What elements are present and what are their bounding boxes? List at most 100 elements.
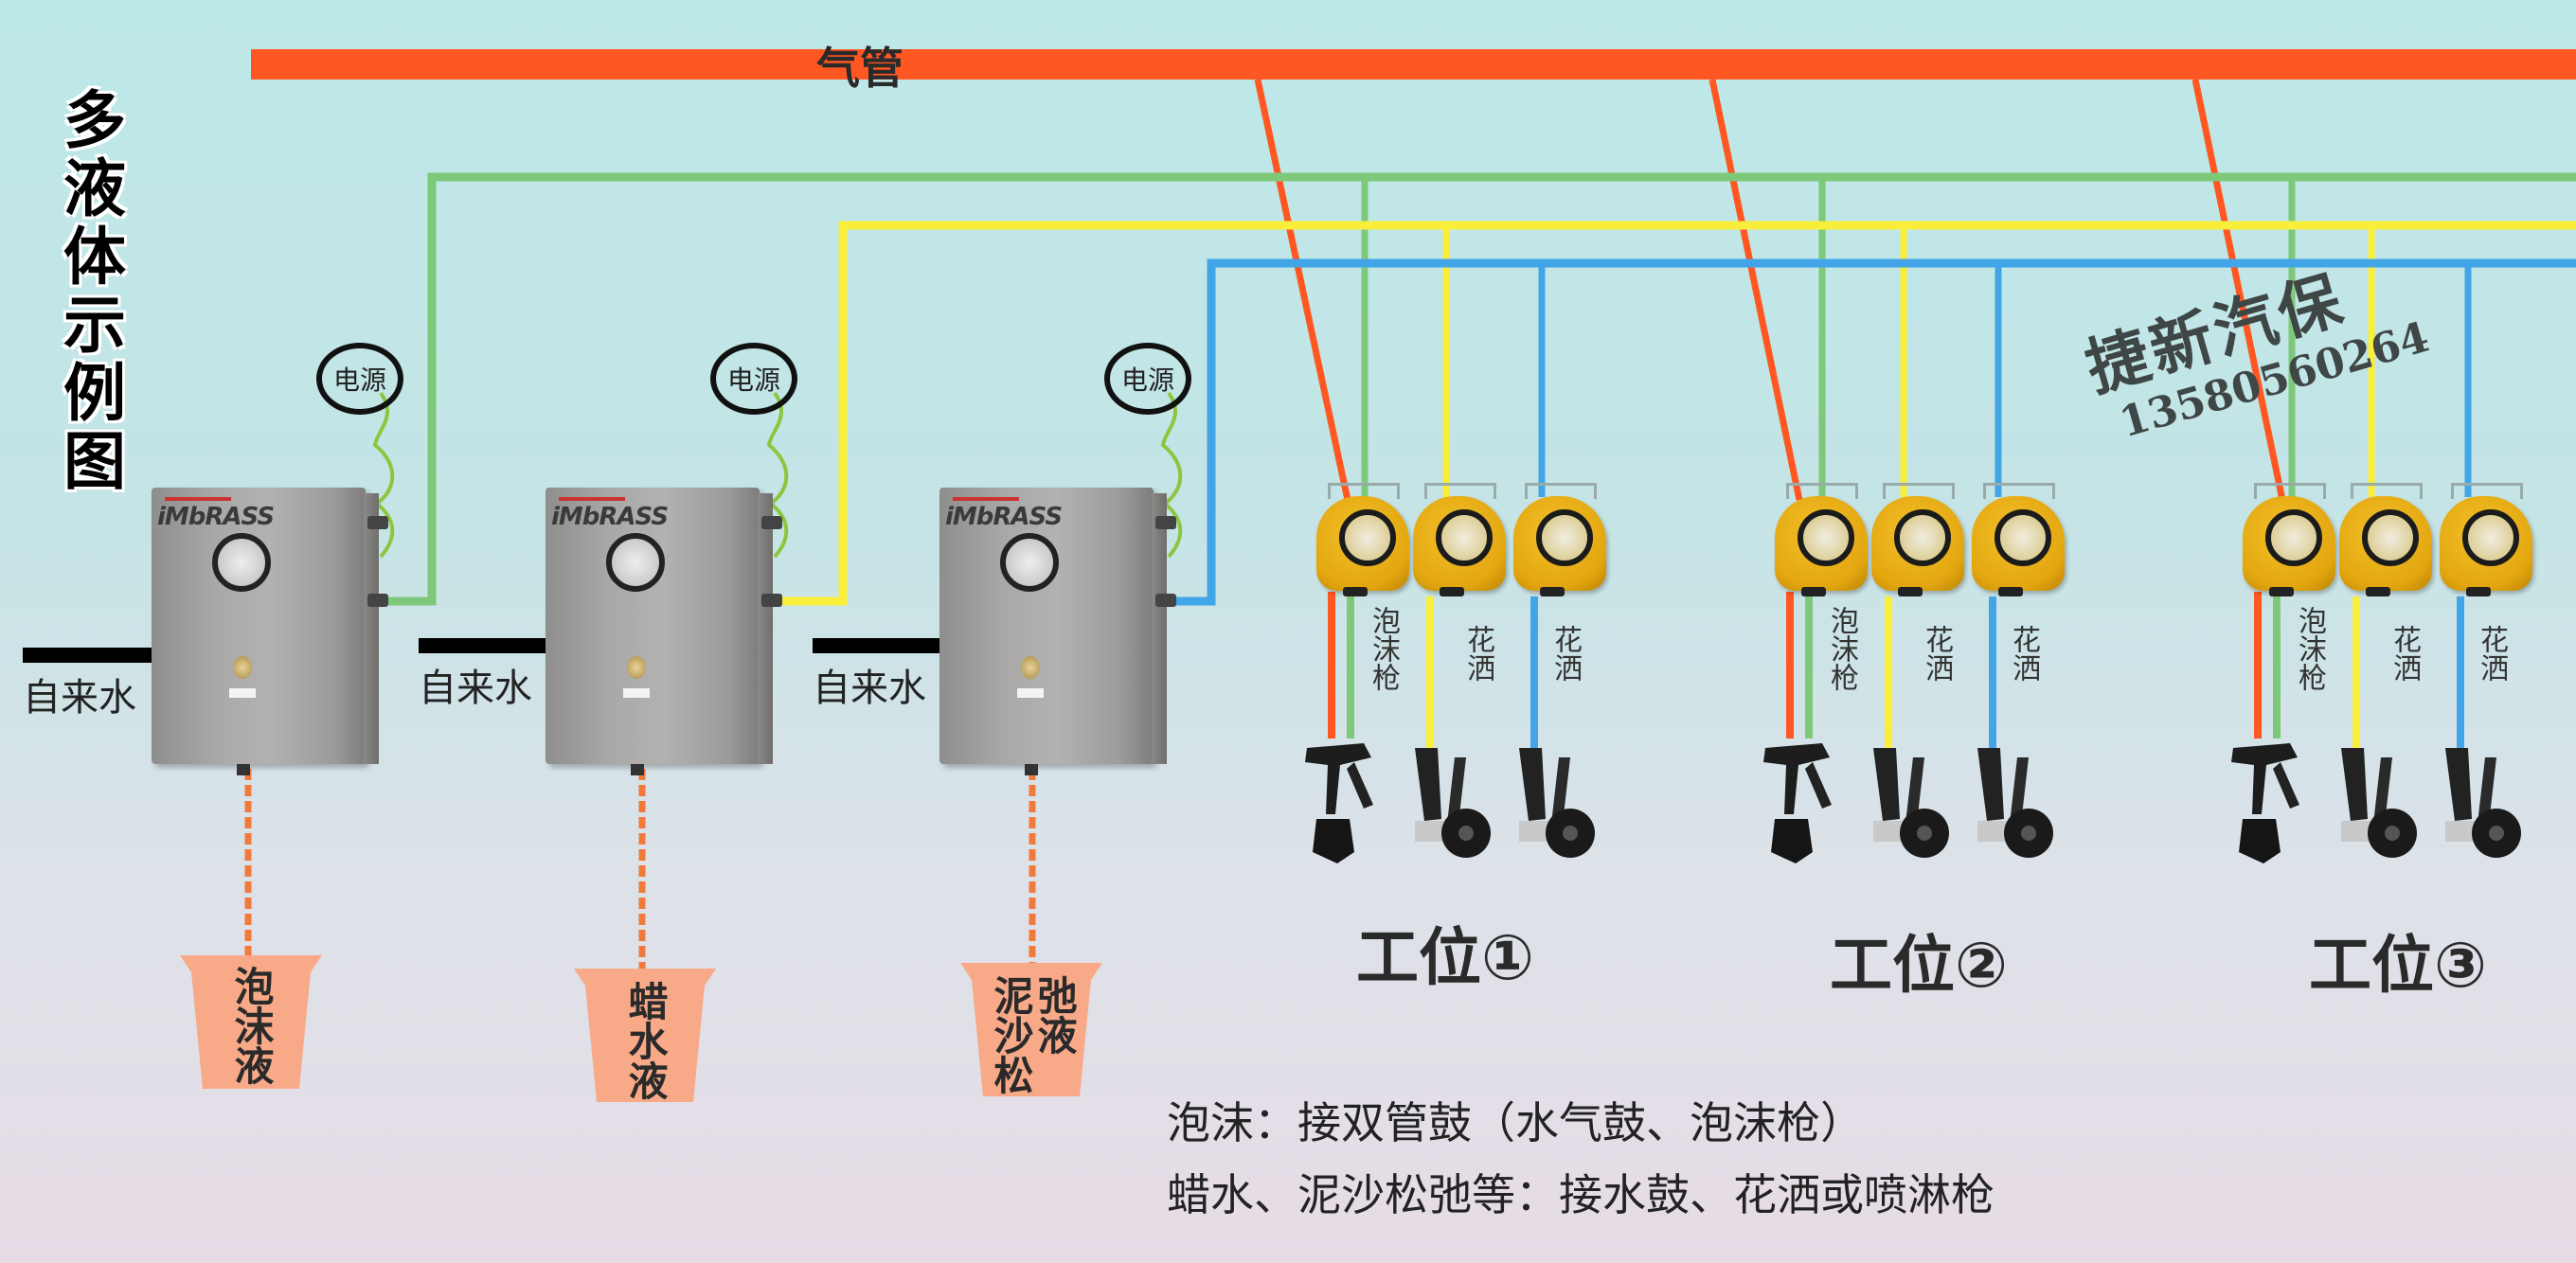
- power-cord-2: [766, 391, 789, 559]
- foam-liquid-line: [369, 172, 2576, 606]
- brand-bar: [559, 497, 625, 501]
- reel-bracket: [1786, 483, 1858, 499]
- reel-outlet: [2269, 587, 2294, 596]
- valve-tag: [623, 688, 650, 698]
- shower-nozzle-icon: [1873, 748, 1949, 858]
- pressure-gauge-icon: [212, 533, 271, 592]
- cabinet-side: [758, 493, 773, 764]
- reel-outlet: [1540, 587, 1565, 596]
- reel-outlet: [2466, 587, 2491, 596]
- hose-label-shower-2: 花洒: [2475, 625, 2508, 682]
- reel-bracket: [1983, 483, 2055, 499]
- reel-outlet: [1440, 587, 1464, 596]
- tap-water-label-3: 自来水: [813, 667, 926, 710]
- foam-gun-icon: [2231, 743, 2299, 863]
- reel-bracket: [1883, 483, 1955, 499]
- air-pipe-main: [251, 49, 2576, 80]
- reel-outlet: [1898, 587, 1923, 596]
- reel-bracket: [1424, 483, 1496, 499]
- power-badge-2: 电源: [710, 343, 797, 415]
- air-drop-station-2: [1708, 79, 1803, 501]
- valve-knob-icon: [1021, 656, 1040, 679]
- hose-label-foam-gun: 泡沫枪: [2293, 606, 2326, 691]
- bucket-label-col1: 泥沙松: [988, 975, 1034, 1094]
- hose-reel-air-water: [1316, 483, 1409, 596]
- reel-hub-icon: [2462, 509, 2519, 566]
- brand-logo: iMbRASS: [157, 503, 275, 531]
- air-drop-station-3: [2191, 79, 2286, 501]
- hose-reel-air-water: [2243, 483, 2335, 596]
- power-cord-3: [1160, 391, 1183, 559]
- note-foam: 泡沫：接双管鼓（水气鼓、泡沫枪）: [1167, 1097, 1864, 1148]
- tap-water-pipe-2: [419, 638, 546, 653]
- dispenser-cabinet-3: iMbRASS: [939, 488, 1176, 775]
- bucket-icon: [960, 963, 1102, 1096]
- reel-outlet: [2366, 587, 2390, 596]
- reel-bracket: [1328, 483, 1400, 499]
- tap-water-label-2: 自来水: [419, 667, 532, 710]
- reel-bracket: [2451, 483, 2523, 499]
- shower-nozzle-icon: [1415, 748, 1491, 858]
- valve-knob-icon: [233, 656, 252, 679]
- station-label: 工位③: [2309, 929, 2487, 1002]
- valve-tag: [1017, 688, 1044, 698]
- reel-hub-icon: [2265, 509, 2322, 566]
- station-label: 工位①: [1356, 921, 1534, 994]
- brand-logo: iMbRASS: [945, 503, 1063, 531]
- reel-hub-icon: [1894, 509, 1951, 566]
- reel-bracket: [2351, 483, 2423, 499]
- mud-liquid-line: [1163, 258, 2576, 606]
- foam-gun-icon: [1763, 743, 1832, 863]
- outlet-port: [367, 594, 388, 607]
- power-badge-1: 电源: [316, 343, 403, 415]
- power-badge-3: 电源: [1104, 343, 1191, 415]
- shower-nozzle-icon: [1977, 748, 2053, 858]
- power-port: [367, 516, 388, 529]
- reel-bracket: [2254, 483, 2326, 499]
- reel-hub-icon: [1995, 509, 2051, 566]
- wax-liquid-line: [769, 221, 2576, 606]
- power-port: [1155, 516, 1176, 529]
- brand-bar: [165, 497, 231, 501]
- reel-outlet: [1801, 587, 1826, 596]
- usage-notes: 泡沫：接双管鼓（水气鼓、泡沫枪） 蜡水、泥沙松弛等：接水鼓、花洒或喷淋枪: [1167, 1087, 1995, 1231]
- reel-bracket: [1525, 483, 1597, 499]
- tap-water-label-1: 自来水: [23, 676, 136, 720]
- hose-reel-wax: [1413, 483, 1506, 596]
- tap-water-pipe-1: [23, 648, 152, 663]
- cabinet-side: [364, 493, 379, 764]
- power-port: [761, 516, 782, 529]
- shower-nozzle-icon: [2341, 748, 2417, 858]
- pressure-gauge-icon: [1000, 533, 1059, 592]
- valve-tag: [229, 688, 256, 698]
- hose-label-shower-1: 花洒: [1461, 625, 1494, 682]
- hose-label-shower-1: 花洒: [2388, 625, 2421, 682]
- note-wax-mud: 蜡水、泥沙松弛等：接水鼓、花洒或喷淋枪: [1167, 1169, 1995, 1220]
- bucket-icon: [180, 955, 322, 1089]
- reel-hub-icon: [1339, 509, 1396, 566]
- power-cord-1: [372, 391, 395, 559]
- reel-hub-icon: [1798, 509, 1854, 566]
- reel-outlet: [1998, 587, 2023, 596]
- station-label: 工位②: [1830, 929, 2008, 1002]
- outlet-port: [761, 594, 782, 607]
- dispenser-cabinet-2: iMbRASS: [546, 488, 782, 775]
- drain-outlet: [237, 764, 250, 775]
- tap-water-pipe-3: [813, 638, 939, 653]
- reel-outlet: [1343, 587, 1368, 596]
- pressure-gauge-icon: [606, 533, 665, 592]
- hose-reel-air-water: [1775, 483, 1868, 596]
- reel-hub-icon: [1536, 509, 1593, 566]
- foam-gun-icon: [1305, 743, 1373, 863]
- bucket-label: 泡沫液: [228, 966, 275, 1085]
- outlet-port: [1155, 594, 1176, 607]
- hose-reel-mud: [1972, 483, 2065, 596]
- shower-nozzle-icon: [1519, 748, 1595, 858]
- bucket-icon: [574, 969, 716, 1102]
- dispenser-cabinet-1: iMbRASS: [152, 488, 388, 775]
- bucket-label: 蜡水液: [622, 981, 669, 1100]
- hose-label-shower-2: 花洒: [1548, 625, 1582, 682]
- air-drop-station-1: [1254, 79, 1351, 501]
